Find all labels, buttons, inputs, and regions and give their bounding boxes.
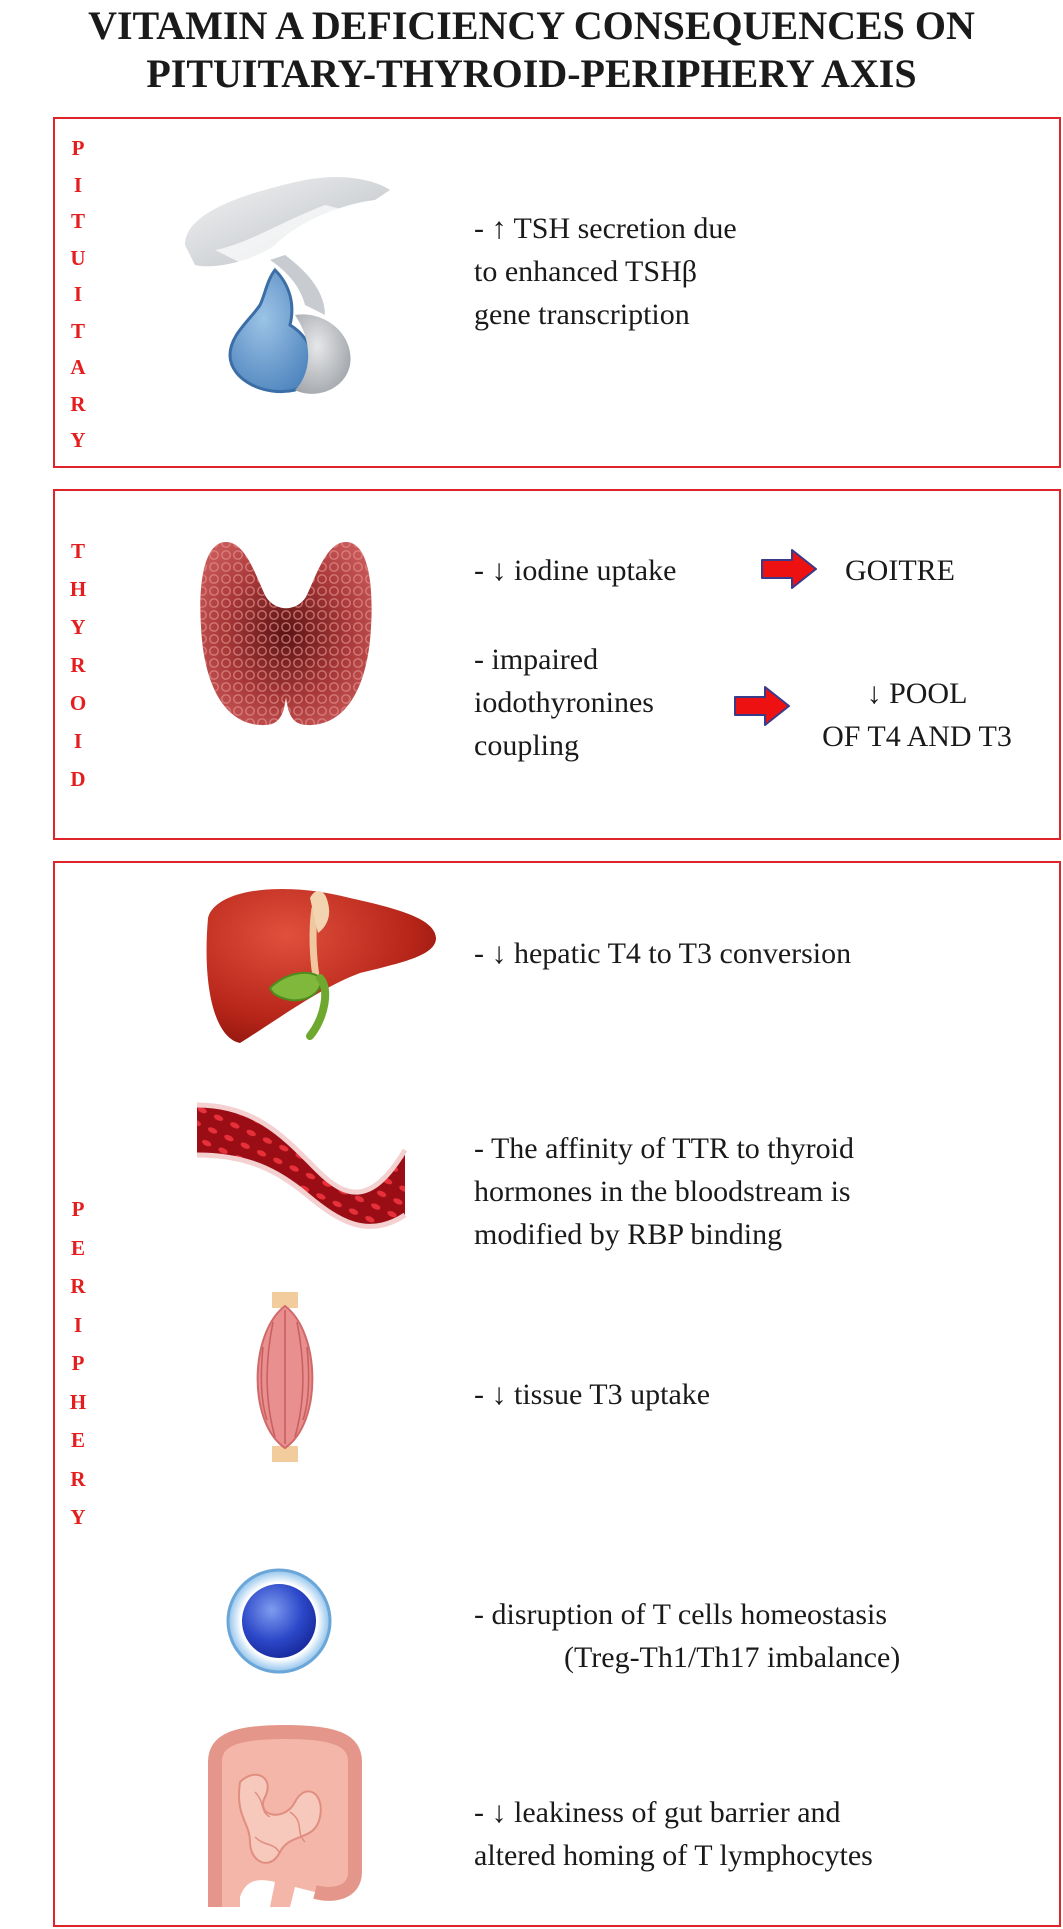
title-line-1: VITAMIN A DEFICIENCY CONSEQUENCES ON bbox=[88, 3, 975, 48]
pituitary-letter: A bbox=[70, 355, 86, 379]
blood-vessel-icon bbox=[196, 1102, 408, 1229]
liver-icon bbox=[206, 888, 436, 1043]
pituitary-line-2: to enhanced TSHβ bbox=[474, 255, 697, 288]
ttr-line-1: - The affinity of TTR to thyroid bbox=[474, 1132, 854, 1165]
gut-barrier-text: - ↓ leakiness of gut barrier and altered… bbox=[474, 1791, 873, 1877]
arrow-right-icon bbox=[734, 686, 790, 726]
periphery-letter: H bbox=[69, 1389, 87, 1414]
ttr-affinity-text: - The affinity of TTR to thyroid hormone… bbox=[474, 1127, 854, 1256]
periphery-letter: Y bbox=[70, 1505, 86, 1529]
thyroid-gland-icon bbox=[200, 542, 372, 726]
coupling-text: - impaired iodothyronines coupling bbox=[474, 638, 654, 767]
pituitary-line-3: gene transcription bbox=[474, 298, 690, 331]
periphery-vertical-label: P E R I P H E R Y bbox=[58, 1190, 98, 1537]
intestine-icon bbox=[208, 1724, 362, 1907]
thyroid-letter: T bbox=[70, 539, 85, 563]
coupling-line-2: iodothyronines bbox=[474, 686, 654, 719]
pituitary-letter: Y bbox=[70, 428, 86, 452]
pituitary-panel bbox=[53, 117, 1061, 468]
tissue-uptake-text: - ↓ tissue T3 uptake bbox=[474, 1378, 711, 1411]
pituitary-letter: R bbox=[70, 391, 86, 416]
periphery-letter: R bbox=[70, 1466, 86, 1491]
periphery-letter: E bbox=[70, 1235, 85, 1260]
periphery-letter: P bbox=[71, 1197, 85, 1221]
thyroid-panel bbox=[53, 489, 1061, 840]
pituitary-gland-icon bbox=[185, 177, 390, 394]
gut-line-2: altered homing of T lymphocytes bbox=[474, 1839, 873, 1872]
pituitary-letter: T bbox=[70, 318, 85, 343]
thyroid-letter: D bbox=[70, 767, 86, 791]
periphery-letter: P bbox=[71, 1351, 85, 1375]
t-cell-homeostasis-text: - disruption of T cells homeostasis (Tre… bbox=[474, 1593, 900, 1679]
pituitary-letter: P bbox=[71, 136, 85, 160]
coupling-line-3: coupling bbox=[474, 729, 579, 762]
t4-t3-pool-label: ↓ POOL OF T4 AND T3 bbox=[812, 672, 1022, 758]
thyroid-letter: Y bbox=[70, 615, 86, 639]
periphery-letter: E bbox=[70, 1428, 85, 1452]
thyroid-letter: O bbox=[69, 691, 87, 715]
pituitary-letter: U bbox=[70, 245, 86, 270]
muscle-icon bbox=[256, 1292, 314, 1462]
thyroid-letter: R bbox=[70, 653, 86, 677]
figure-title: VITAMIN A DEFICIENCY CONSEQUENCES ON PIT… bbox=[0, 0, 1063, 98]
tcells-line-2: (Treg-Th1/Th17 imbalance) bbox=[564, 1641, 901, 1674]
periphery-panel bbox=[53, 861, 1061, 1927]
hepatic-conversion-text: - ↓ hepatic T4 to T3 conversion bbox=[474, 937, 852, 970]
pool-line-2: OF T4 AND T3 bbox=[822, 720, 1012, 753]
pituitary-vertical-label: P I T U I T A R Y bbox=[58, 130, 98, 459]
thyroid-letter: H bbox=[69, 577, 87, 601]
arrow-right-icon bbox=[761, 549, 817, 589]
ttr-line-2: hormones in the bloodstream is bbox=[474, 1175, 851, 1208]
goitre-label: GOITRE bbox=[845, 554, 955, 587]
iodine-uptake-text: - ↓ iodine uptake bbox=[474, 554, 677, 587]
pituitary-letter: T bbox=[70, 209, 85, 233]
t-cell-icon bbox=[226, 1568, 332, 1674]
title-line-2: PITUITARY-THYROID-PERIPHERY AXIS bbox=[146, 51, 917, 96]
thyroid-letter: I bbox=[73, 729, 83, 753]
ttr-line-3: modified by RBP binding bbox=[474, 1218, 783, 1251]
pituitary-line-1: - ↑ TSH secretion due bbox=[474, 212, 737, 245]
coupling-line-1: - impaired bbox=[474, 643, 599, 676]
thyroid-vertical-label: T H Y R O I D bbox=[58, 532, 98, 798]
periphery-letter: I bbox=[73, 1312, 83, 1337]
pituitary-letter: I bbox=[73, 282, 83, 306]
pituitary-description: - ↑ TSH secretion due to enhanced TSHβ g… bbox=[474, 207, 737, 336]
gut-line-1: - ↓ leakiness of gut barrier and bbox=[474, 1796, 841, 1829]
pool-line-1: ↓ POOL bbox=[866, 677, 968, 710]
pituitary-letter: I bbox=[73, 172, 83, 197]
periphery-letter: R bbox=[70, 1274, 86, 1298]
tcells-line-1: - disruption of T cells homeostasis bbox=[474, 1598, 888, 1631]
